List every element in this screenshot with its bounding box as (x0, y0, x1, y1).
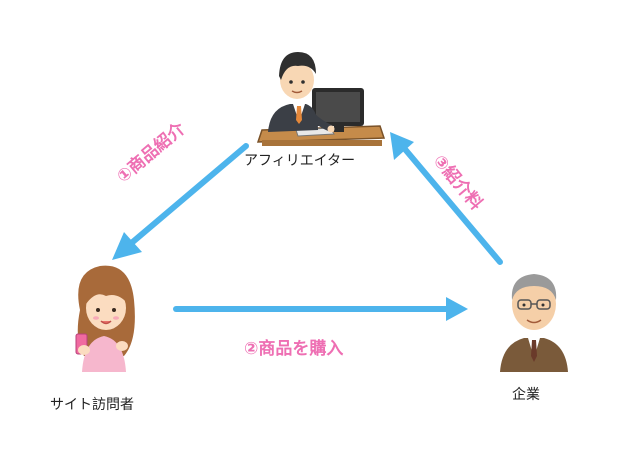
company-executive-icon (500, 274, 568, 372)
arrowhead-company-to-affiliate (390, 132, 414, 160)
site-visitor-label: サイト訪問者 (50, 397, 134, 413)
arrow-affiliate-to-visitor (125, 143, 249, 249)
site-visitor-with-phone-icon (75, 265, 135, 372)
step2-purchase-product: ②商品を購入 (244, 339, 344, 359)
affiliate-label: アフィリエイター (244, 153, 356, 169)
arrowhead-visitor-to-company (446, 297, 468, 321)
arrow-company-to-affiliate (401, 145, 503, 265)
affiliate-at-computer-icon (256, 52, 386, 146)
company-label: 企業 (512, 387, 540, 403)
arrowhead-affiliate-to-visitor (112, 232, 142, 260)
